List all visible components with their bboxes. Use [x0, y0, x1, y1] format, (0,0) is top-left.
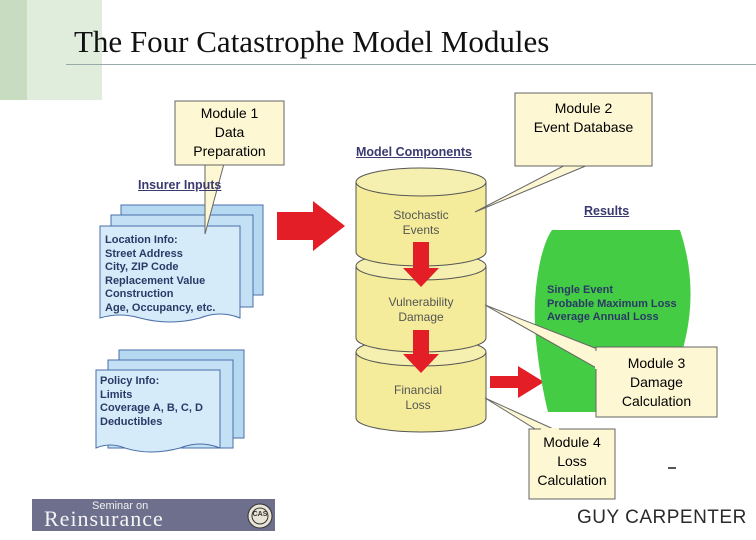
location-info: Location Info: Street Address City, ZIP …: [105, 234, 215, 315]
callout-box-3: [595, 346, 718, 418]
results-line: Probable Maximum Loss: [547, 297, 677, 310]
cylinder-financial-label: Financial Loss: [393, 383, 443, 412]
cylinder-stochastic-label: Stochastic Events: [393, 208, 449, 237]
callout-module-1: Module 1 Data Preparation: [193, 105, 266, 159]
results-text: Single Event Probable Maximum Loss Avera…: [547, 284, 677, 325]
seminar-small-text: Seminar on: [92, 500, 149, 512]
results-line: Average Annual Loss: [547, 311, 659, 323]
callout-module-2: Module 2 Event Database: [533, 100, 634, 135]
policy-info: Policy Info: Limits Coverage A, B, C, D …: [100, 375, 203, 429]
callout-box-2: [514, 92, 653, 167]
results-line: Single Event: [547, 284, 614, 296]
arrow-inputs-to-model: [277, 201, 345, 251]
cylinder-vulnerability-label: Vulnerability Damage: [388, 295, 454, 324]
slide-title: The Four Catastrophe Model Modules: [74, 24, 550, 59]
location-doc-stack: [99, 204, 264, 323]
arrow-down-1: [403, 242, 439, 287]
location-info-line: City, ZIP Code: [105, 261, 179, 273]
callout-pointer-2: [474, 159, 601, 213]
model-components-label: Model Components: [356, 145, 472, 159]
callout-module-3: Module 3 Damage Calculation: [621, 355, 692, 409]
callout-module-4: Module 4 Loss Calculation: [537, 434, 607, 488]
seminar-banner: [32, 499, 275, 531]
policy-info-line: Limits: [100, 388, 133, 401]
location-info-line: Location Info:: [105, 234, 178, 246]
arrow-model-to-results: [490, 366, 544, 398]
company-logo: GUY CARPENTER: [577, 507, 747, 528]
insurer-inputs-label: Insurer Inputs: [138, 178, 222, 192]
arrow-down-2: [403, 330, 439, 373]
callout-box-4: [528, 428, 616, 500]
location-info-line: Street Address: [105, 247, 183, 260]
decor-bar-horizontal: [27, 0, 102, 100]
location-info-line: Construction: [105, 288, 174, 300]
location-info-line: Replacement Value: [105, 274, 206, 287]
decor-dash: [668, 467, 676, 469]
policy-info-line: Coverage A, B, C, D: [100, 402, 203, 414]
decor-bar-vertical: [0, 0, 27, 100]
policy-info-line: Deductibles: [100, 415, 163, 428]
callout-box-1: [174, 100, 285, 166]
policy-info-line: Policy Info:: [100, 375, 160, 387]
title-underline: [66, 64, 756, 65]
location-info-line: Age, Occupancy, etc.: [105, 301, 216, 314]
policy-doc-stack: [95, 349, 245, 453]
cas-seal-text: CAS: [252, 511, 268, 518]
cylinder-stack: [355, 167, 487, 433]
seminar-big-text: Reinsurance: [44, 506, 164, 531]
results-label: Results: [584, 204, 630, 218]
